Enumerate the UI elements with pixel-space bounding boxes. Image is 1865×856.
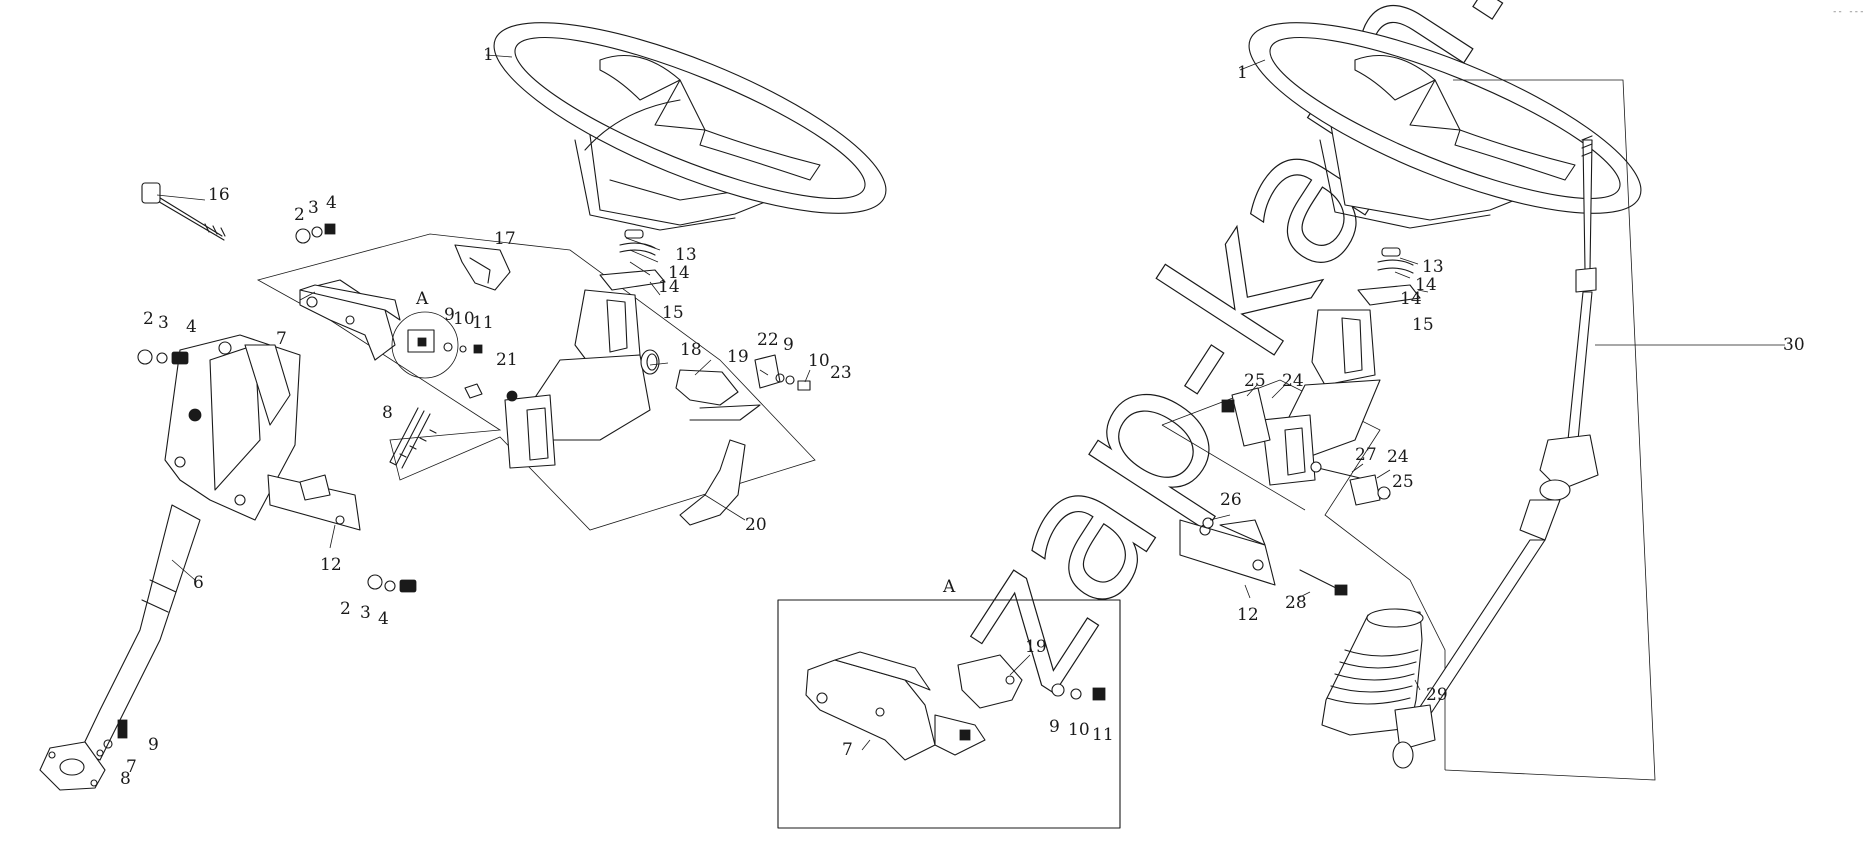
column-bracket-6 — [164, 334, 301, 521]
label-part-8: 8 — [120, 769, 131, 789]
label-part-9: 9 — [1049, 717, 1060, 737]
label-part-14: 14 — [658, 277, 680, 297]
label-part-22: 22 — [757, 330, 779, 350]
label-part-1: 1 — [1237, 63, 1248, 83]
label-part-13: 13 — [675, 245, 697, 265]
label-part-27: 27 — [1355, 445, 1377, 465]
label-part-25: 25 — [1244, 371, 1266, 391]
washer-2-top — [295, 228, 311, 244]
label-part-2: 2 — [294, 205, 305, 225]
detail-circle-a — [391, 311, 459, 379]
label-part-14: 14 — [668, 263, 690, 283]
inset-nut-11 — [1092, 687, 1106, 701]
bracket-7 — [299, 279, 401, 361]
label-part-2: 2 — [143, 309, 154, 329]
inset-title: A — [942, 577, 956, 597]
label-part-6: 6 — [193, 573, 204, 593]
label-part-9: 9 — [783, 335, 794, 355]
label-part-25: 25 — [1392, 472, 1414, 492]
steering-wheel-right — [1248, 22, 1642, 229]
label-part-15: 15 — [662, 303, 684, 323]
right-boundary-line — [1161, 379, 1446, 770]
flange — [39, 741, 106, 791]
label-part-9: 9 — [444, 305, 455, 325]
label-part-15: 15 — [1412, 315, 1434, 335]
inset-washer-10 — [1070, 688, 1082, 700]
label-part-11: 11 — [472, 313, 494, 333]
right-bracket-12 — [1179, 519, 1276, 586]
spring-8 — [389, 407, 437, 469]
label-part-30: 30 — [1783, 335, 1805, 355]
corner-mark: -- --- — [1832, 7, 1865, 17]
detail-marker-a: A — [415, 289, 429, 309]
cover-17 — [454, 244, 511, 291]
part-labels: 1 16 2 3 4 17 2 3 4 7 9 10 11 21 8 13 14… — [120, 45, 1805, 789]
label-part-19: 19 — [1025, 637, 1047, 657]
label-part-7: 7 — [842, 740, 853, 760]
label-part-24: 24 — [1387, 447, 1409, 467]
shaft-outline — [1444, 79, 1656, 781]
inset-frame — [777, 599, 1121, 829]
label-part-14: 14 — [1400, 289, 1422, 309]
label-part-12: 12 — [320, 555, 342, 575]
assembly-boundary-line — [256, 233, 816, 531]
label-part-11: 11 — [1092, 725, 1114, 745]
column-upper-housing — [504, 289, 651, 469]
label-part-21: 21 — [496, 350, 518, 370]
pad-24-left — [1231, 387, 1271, 447]
label-part-29: 29 — [1426, 685, 1448, 705]
label-part-26: 26 — [1220, 490, 1242, 510]
right-assembly — [1161, 22, 1785, 781]
bracket-12 — [267, 474, 361, 531]
label-part-4: 4 — [326, 193, 337, 213]
label-part-7: 7 — [276, 329, 287, 349]
detail-inset-a: A — [777, 577, 1121, 829]
label-part-3: 3 — [158, 313, 169, 333]
lever-19 — [675, 369, 739, 406]
label-part-4: 4 — [186, 317, 197, 337]
label-part-9: 9 — [148, 735, 159, 755]
label-part-1: 1 — [483, 45, 494, 65]
inset-cover-19 — [957, 654, 1023, 709]
label-part-24: 24 — [1282, 371, 1304, 391]
bellows-boot-29 — [1321, 608, 1424, 736]
label-part-16: 16 — [208, 185, 230, 205]
inset-washer-9 — [1051, 683, 1065, 697]
label-part-3: 3 — [308, 198, 319, 218]
bushing-18 — [640, 349, 660, 375]
label-part-3: 3 — [360, 603, 371, 623]
tilt-lever-20 — [679, 439, 746, 526]
label-part-10: 10 — [453, 309, 475, 329]
label-part-13: 13 — [1422, 257, 1444, 277]
label-part-23: 23 — [830, 363, 852, 383]
steering-shaft-30 — [1392, 135, 1599, 769]
label-part-4: 4 — [378, 609, 389, 629]
label-part-19: 19 — [727, 347, 749, 367]
plate-22 — [754, 354, 781, 389]
label-part-12: 12 — [1237, 605, 1259, 625]
steering-wheel-left — [493, 22, 887, 231]
pad-24-right — [1349, 474, 1381, 506]
label-part-2: 2 — [340, 599, 351, 619]
label-part-28: 28 — [1285, 593, 1307, 613]
label-part-20: 20 — [745, 515, 767, 535]
label-part-8: 8 — [382, 403, 393, 423]
plate-15 — [599, 269, 666, 291]
label-part-14: 14 — [1415, 275, 1437, 295]
label-part-17: 17 — [494, 229, 516, 249]
label-part-10: 10 — [808, 351, 830, 371]
bolt-16 — [141, 182, 226, 241]
lower-shaft-6 — [79, 504, 201, 761]
left-assembly: A — [39, 22, 887, 791]
label-part-10: 10 — [1068, 720, 1090, 740]
label-part-7: 7 — [126, 757, 137, 777]
label-part-18: 18 — [680, 340, 702, 360]
